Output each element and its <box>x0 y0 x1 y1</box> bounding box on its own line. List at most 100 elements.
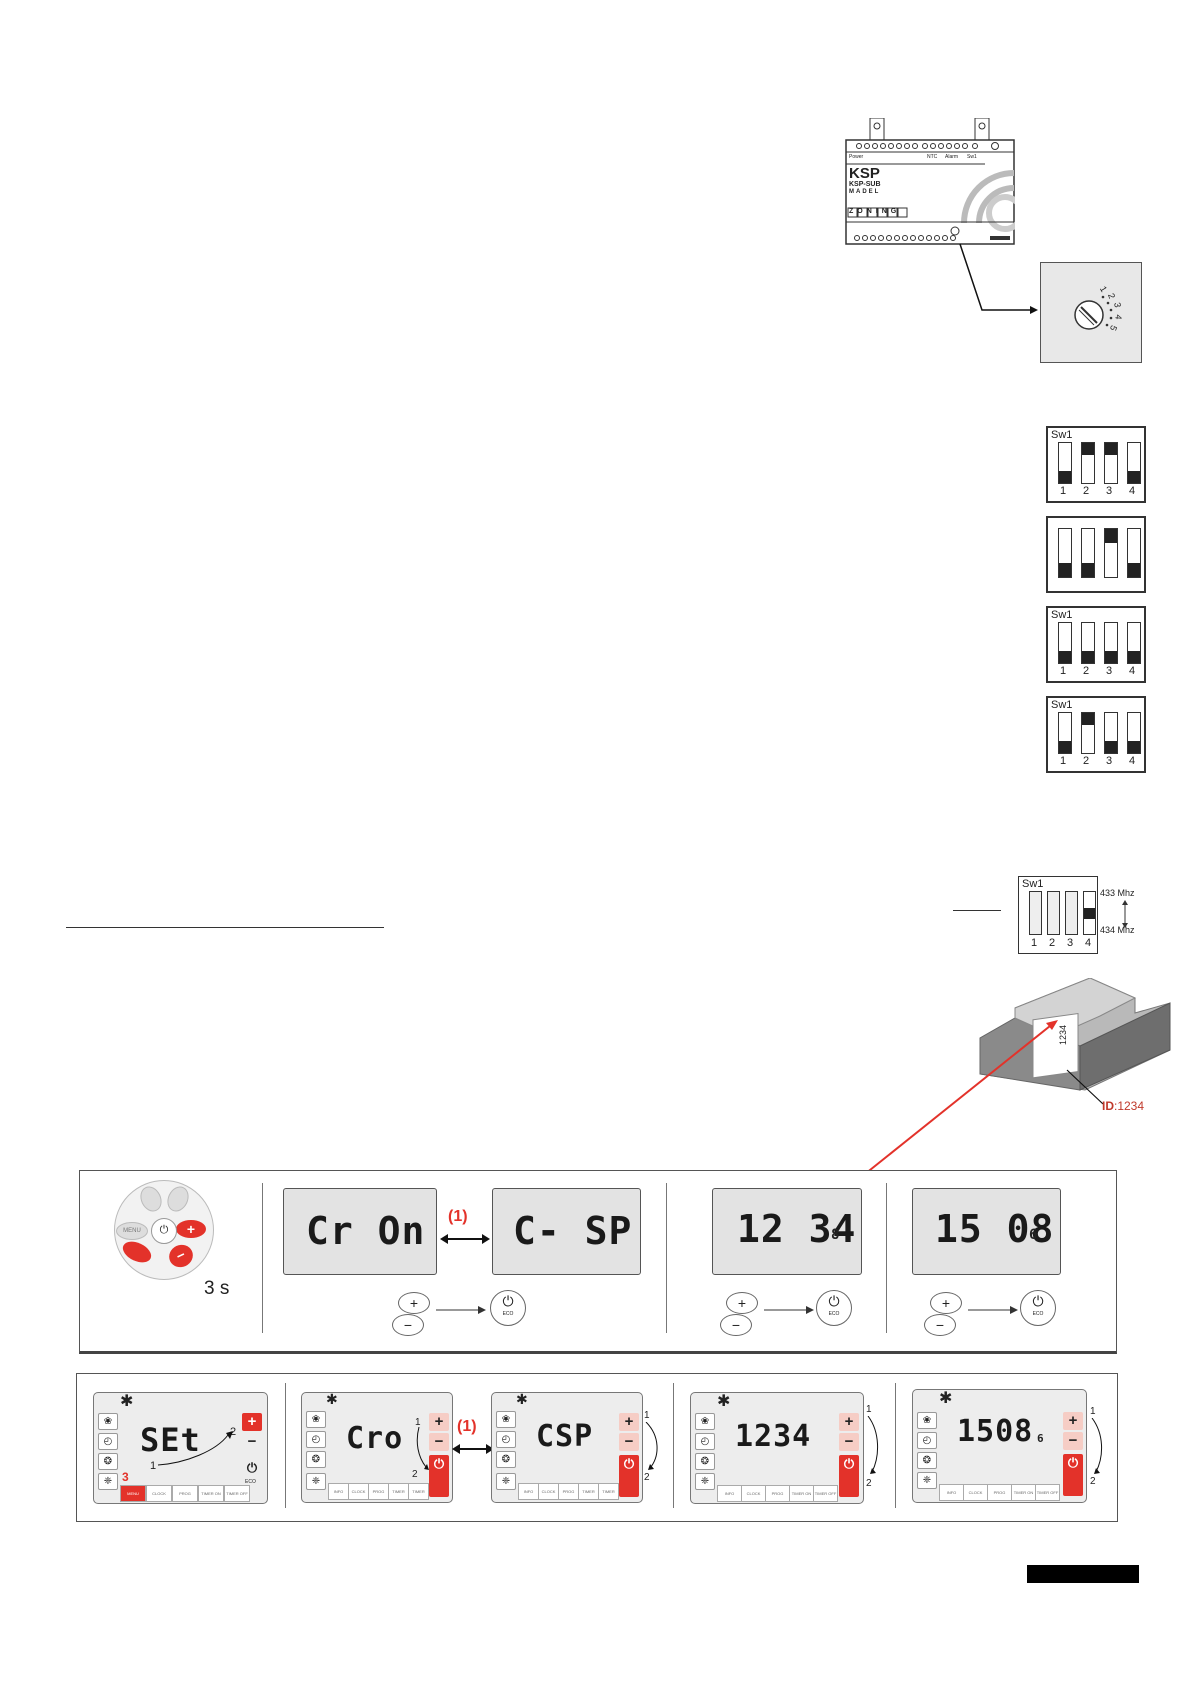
swing-icon[interactable]: ❈ <box>695 1473 715 1490</box>
row1-divider-3 <box>886 1183 887 1333</box>
fan-icon[interactable]: ❀ <box>306 1411 326 1428</box>
minus-button[interactable]: − <box>619 1433 639 1451</box>
plus-button[interactable]: + <box>839 1413 859 1431</box>
toggle-marker-row2: (1) <box>457 1418 477 1435</box>
clock-button[interactable]: CLOCK <box>348 1483 369 1500</box>
timer-on-button[interactable]: TIMER ON <box>578 1483 599 1500</box>
prog-button[interactable]: PROG <box>987 1484 1012 1501</box>
minus-button[interactable]: − <box>429 1433 449 1451</box>
timer-on-button[interactable]: TIMER ON <box>388 1483 409 1500</box>
prog-button[interactable]: PROG <box>558 1483 579 1500</box>
plus-button[interactable]: + <box>429 1413 449 1431</box>
dip-slot <box>1104 528 1118 578</box>
plus-minus-group-2: + − ⏻ECO <box>720 1290 870 1340</box>
fan-icon[interactable]: ❀ <box>496 1411 516 1428</box>
prog-button[interactable]: PROG <box>368 1483 389 1500</box>
fan-icon[interactable]: ❀ <box>98 1413 118 1430</box>
minus-button[interactable]: − <box>242 1433 262 1451</box>
eco-button[interactable]: ⏻ <box>1063 1454 1083 1496</box>
remote-plus-button[interactable]: + <box>176 1220 206 1238</box>
timer-on-button[interactable]: TIMER ON <box>1011 1484 1036 1501</box>
clock-button[interactable]: CLOCK <box>741 1485 766 1502</box>
controller-terminal-alarm: Alarm <box>945 154 959 160</box>
row1-divider-1 <box>262 1183 263 1333</box>
lcd-text: CSP <box>536 1419 594 1454</box>
timer-on-button[interactable]: TIMER ON <box>789 1485 814 1502</box>
fan-icon[interactable]: ❀ <box>695 1413 715 1430</box>
minus-button[interactable]: − <box>1063 1432 1083 1450</box>
eco-button[interactable]: ⏻ <box>839 1455 859 1497</box>
double-arrow-row2 <box>452 1444 494 1454</box>
timer-off-button[interactable]: TIMER OFF <box>598 1483 619 1500</box>
timer-off-button[interactable]: TIMER OFF <box>813 1485 838 1502</box>
step-number-1: 1 <box>1090 1406 1096 1417</box>
mode-icon[interactable]: ❂ <box>496 1451 516 1468</box>
remote-power-button[interactable]: ⏻ <box>151 1218 177 1244</box>
plus-button[interactable]: + <box>619 1413 639 1431</box>
dip-switch-1: Sw1 1 2 3 4 <box>1046 426 1146 503</box>
clock-button[interactable]: CLOCK <box>963 1484 988 1501</box>
plus-button[interactable]: + <box>1063 1412 1083 1430</box>
clock-button[interactable]: CLOCK <box>146 1485 172 1502</box>
clock-icon[interactable]: ◴ <box>917 1432 937 1449</box>
swing-icon[interactable]: ❈ <box>98 1473 118 1490</box>
timer-off-button[interactable]: TIMER OFF <box>224 1485 250 1502</box>
toggle-marker-row1: (1) <box>448 1208 468 1225</box>
swing-icon[interactable]: ❈ <box>917 1472 937 1489</box>
eco-button[interactable]: ⏻ <box>619 1455 639 1497</box>
fan-icon[interactable]: ❀ <box>917 1412 937 1429</box>
id-prefix: ID <box>1102 1099 1114 1113</box>
row2-divider-3 <box>895 1383 896 1508</box>
prog-button[interactable]: PROG <box>765 1485 790 1502</box>
swing-icon[interactable]: ❈ <box>496 1473 516 1490</box>
timer-on-button[interactable]: TIMER ON <box>198 1485 224 1502</box>
remote-menu-button[interactable]: MENU <box>116 1222 148 1240</box>
dip-slot <box>1127 622 1141 664</box>
clock-icon[interactable]: ◴ <box>306 1431 326 1448</box>
lcd-cr-on: Cr On <box>283 1188 437 1275</box>
lcd-text: C- SP <box>513 1209 633 1253</box>
dip-knob <box>1084 908 1095 919</box>
btn-label: TIMER OFF <box>412 1489 425 1494</box>
minus-label: − <box>624 1433 634 1450</box>
minus-button[interactable]: − <box>839 1433 859 1451</box>
dip-slot <box>1058 712 1072 754</box>
dip-slot <box>1058 442 1072 484</box>
info-button[interactable]: INFO <box>518 1483 539 1500</box>
btn-label: TIMER ON <box>791 1491 812 1496</box>
dip-slot <box>1029 891 1042 935</box>
minus-label: − <box>844 1433 854 1450</box>
plus-button[interactable]: + <box>242 1413 262 1431</box>
timer-off-button[interactable]: TIMER OFF <box>1035 1484 1060 1501</box>
eco-button[interactable]: ⏻ <box>246 1460 258 1475</box>
clock-icon[interactable]: ◴ <box>695 1433 715 1450</box>
info-button[interactable]: INFO <box>939 1484 964 1501</box>
eco-label: ECO <box>1032 1311 1044 1317</box>
dip-number: 2 <box>1083 485 1090 497</box>
mode-icon[interactable]: ❂ <box>917 1452 937 1469</box>
menu-button[interactable]: MENU <box>120 1485 146 1502</box>
mode-icon[interactable]: ❂ <box>306 1451 326 1468</box>
eco-label: ECO <box>828 1311 840 1317</box>
dip-knob <box>1082 651 1094 663</box>
btn-label: PROG <box>562 1489 575 1494</box>
step-number-1: 1 <box>644 1410 650 1421</box>
lcd-zone-digit: 6 <box>1037 1432 1044 1445</box>
clock-icon[interactable]: ◴ <box>98 1433 118 1450</box>
info-button[interactable]: INFO <box>328 1483 349 1500</box>
minus-key-icon: − <box>720 1314 752 1336</box>
dip-knob <box>1128 563 1140 577</box>
btn-label: PROG <box>372 1489 385 1494</box>
mode-icon[interactable]: ❂ <box>695 1453 715 1470</box>
btn-label: CLOCK <box>746 1491 761 1496</box>
dip-number: 3 <box>1106 755 1113 767</box>
dip-number: 2 <box>1049 937 1056 949</box>
mode-icon[interactable]: ❂ <box>98 1453 118 1470</box>
prog-button[interactable]: PROG <box>172 1485 198 1502</box>
clock-button[interactable]: CLOCK <box>538 1483 559 1500</box>
eco-button[interactable]: ⏻ <box>429 1455 449 1497</box>
clock-icon[interactable]: ◴ <box>496 1431 516 1448</box>
swing-icon[interactable]: ❈ <box>306 1473 326 1490</box>
timer-off-button[interactable]: TIMER OFF <box>408 1483 429 1500</box>
info-button[interactable]: INFO <box>717 1485 742 1502</box>
